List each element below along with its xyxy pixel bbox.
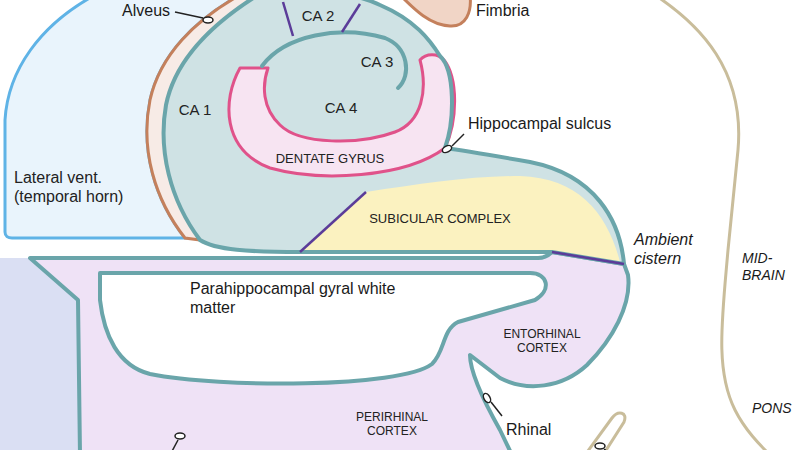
leader-line: [491, 402, 502, 416]
structure-label: Ambient cistern: [634, 230, 714, 268]
region-name: CA 4: [325, 99, 358, 117]
leader-dot: [175, 433, 185, 439]
region-label: PERIRHINAL CORTEX: [345, 409, 440, 440]
leader-dot: [595, 443, 605, 449]
structure-label: Rhinal: [506, 420, 551, 439]
region-name: PERIRHINAL CORTEX: [347, 410, 438, 439]
boundary-line: [283, 2, 293, 36]
region-name: ENTORHINAL CORTEX: [497, 327, 588, 356]
region-label: SUBICULAR COMPLEX: [367, 210, 513, 228]
region-label: CA 3: [359, 52, 396, 72]
region-label: CA 2: [300, 6, 337, 26]
leader-dot: [482, 392, 492, 404]
dentate-gyrus: [229, 55, 455, 176]
leader-line: [170, 440, 178, 450]
ammons-horn: [164, 0, 624, 264]
region-label: ENTORHINAL CORTEX: [495, 326, 590, 357]
ventricle-label: Lateral vent. (temporal horn): [12, 167, 162, 207]
structure-label: Hippocampal sulcus: [468, 114, 611, 133]
boundary-line: [300, 192, 366, 252]
structure-label: PONS: [752, 400, 792, 417]
leader-line: [175, 12, 203, 18]
subiculum: [300, 176, 620, 262]
structure-label: Parahippocampal gyral white matter: [190, 279, 405, 317]
structure-label: MID-BRAIN: [742, 250, 794, 284]
ca-spiral: [262, 32, 406, 88]
structure-label: Fimbria: [476, 1, 529, 20]
leader-line: [604, 449, 612, 450]
region-label: CA 4: [323, 98, 360, 118]
region-name: CA 1: [179, 101, 212, 119]
brainstem-outline: [655, 0, 770, 450]
region-name: DENTATE GYRUS: [276, 151, 385, 167]
region-name: CA 2: [302, 7, 335, 25]
region-name: SUBICULAR COMPLEX: [369, 211, 511, 227]
leader-dot: [203, 17, 213, 23]
boundary-line: [342, 4, 360, 32]
region-label: CA 1: [177, 100, 214, 120]
leader-dot: [441, 144, 453, 154]
region-name: CA 3: [361, 53, 394, 71]
structure-label: Alveus: [122, 1, 170, 20]
white-matter: [100, 273, 546, 383]
parahippocampal-gyrus: [30, 252, 629, 450]
nerve-outline: [585, 413, 625, 450]
region-label: DENTATE GYRUS: [274, 150, 387, 168]
leader-line: [452, 134, 464, 146]
region-name: Lateral vent. (temporal horn): [14, 168, 160, 206]
boundary-line: [552, 252, 624, 264]
hippocampus-outline: [164, 0, 624, 264]
